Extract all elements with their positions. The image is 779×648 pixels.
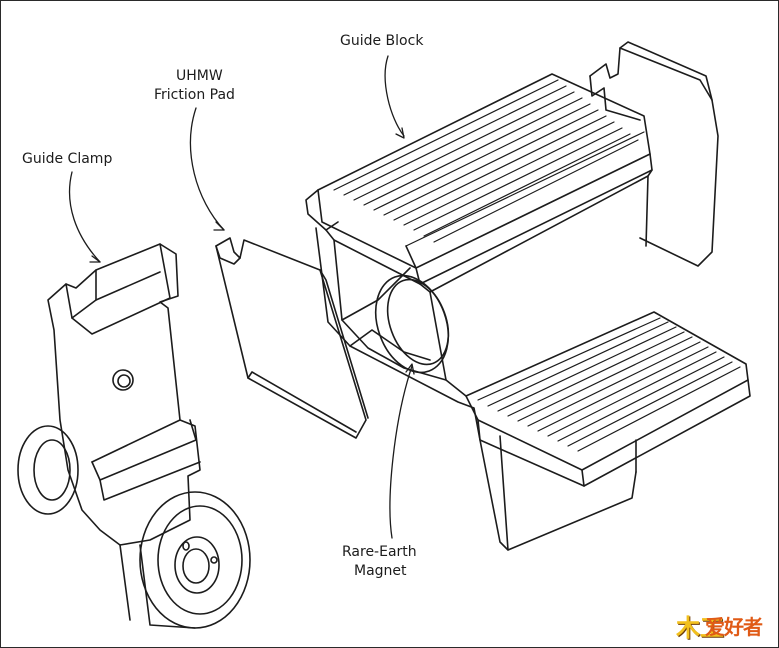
watermark-mark: 木工 — [676, 614, 724, 642]
label-guide-block: Guide Block — [340, 33, 424, 49]
back-tab-plate — [589, 47, 719, 267]
watermark-text: 爱好者 — [705, 615, 763, 639]
top-ribbed-face — [317, 73, 651, 269]
back-roller — [17, 425, 79, 515]
guide-clamp-leader — [68, 171, 101, 263]
guide-clamp — [17, 243, 251, 629]
friction-pad-leader — [189, 107, 225, 231]
label-friction-pad: Friction Pad — [154, 87, 235, 103]
uhmw-friction-pad — [215, 237, 369, 439]
labels: Guide Block UHMW Friction Pad Guide Clam… — [22, 33, 424, 579]
lower-ribbed-step — [465, 311, 749, 471]
clamp-hole — [112, 369, 134, 391]
label-magnet: Magnet — [354, 563, 407, 579]
leader-lines — [68, 55, 415, 539]
label-guide-clamp: Guide Clamp — [22, 151, 112, 167]
label-uhmw: UHMW — [176, 68, 223, 84]
magnet-leader — [389, 365, 413, 539]
label-rare-earth: Rare-Earth — [342, 544, 417, 560]
guide-block — [305, 41, 751, 551]
block-body — [315, 227, 637, 551]
clamp-plate — [47, 243, 201, 546]
top-ribs — [333, 79, 645, 247]
lower-ribs — [477, 317, 741, 452]
front-roller — [139, 491, 251, 629]
guide-block-leader — [384, 55, 405, 137]
